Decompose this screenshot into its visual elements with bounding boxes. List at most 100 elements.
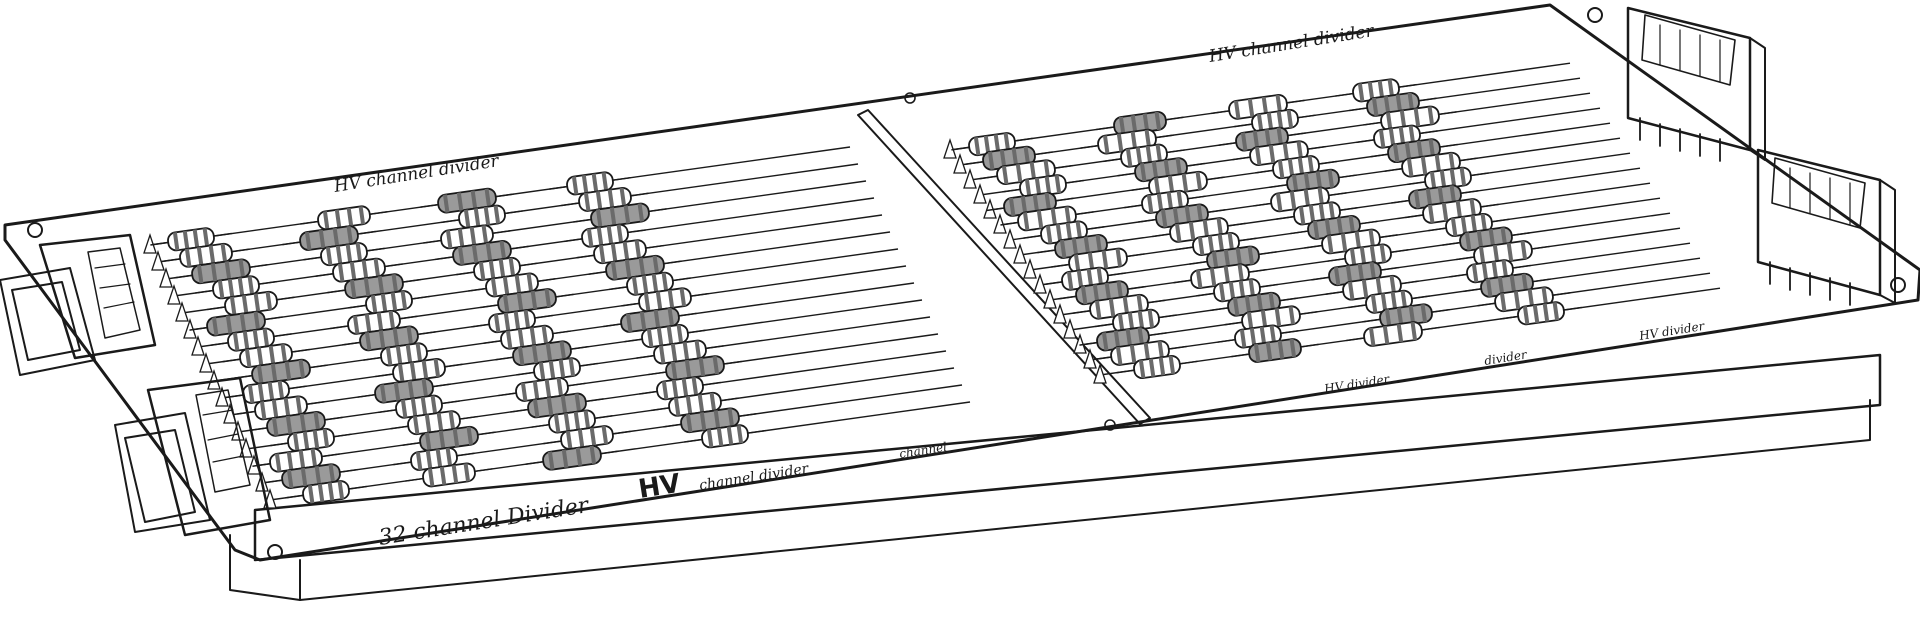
resistor-body <box>1363 321 1423 347</box>
resistor-band <box>1459 167 1467 186</box>
resistor-band <box>616 224 624 243</box>
resistor-band <box>553 414 561 433</box>
resistor-band <box>1115 248 1123 267</box>
resistor-band <box>257 383 265 402</box>
resistor-band <box>577 429 585 448</box>
resistor-band <box>1315 171 1323 190</box>
resistor-band <box>363 277 371 297</box>
resistor-band <box>1244 295 1252 315</box>
resistor-band <box>314 465 322 485</box>
connector-right-bottom <box>1756 148 1896 306</box>
resistor-band <box>1520 240 1528 260</box>
resistor-band <box>1092 284 1100 303</box>
resistor-band <box>1501 259 1509 279</box>
resistor <box>516 357 598 382</box>
resistor-body <box>701 424 749 449</box>
resistor-band <box>237 277 245 296</box>
resistor <box>252 447 340 473</box>
resistor-band <box>1449 168 1457 188</box>
resistor-band <box>1143 342 1151 362</box>
board-stand <box>229 353 1882 601</box>
resistor-band <box>538 362 546 381</box>
resistor-band <box>716 427 724 447</box>
resistor-band <box>256 365 264 384</box>
resistor-band <box>1176 190 1184 210</box>
resistor-band <box>607 189 615 208</box>
resistor-band <box>1029 161 1037 181</box>
resistor-band <box>1087 252 1095 271</box>
resistor-band <box>1188 221 1196 241</box>
resistor-band <box>646 328 654 348</box>
resistor-band <box>265 291 273 311</box>
resistor-band <box>1378 129 1386 148</box>
resistor-band <box>1227 232 1235 252</box>
resistor-band <box>531 344 539 364</box>
resistor-band <box>268 345 276 364</box>
resistor-band <box>1369 262 1377 281</box>
resistor-band <box>451 464 459 484</box>
resistor-band <box>530 290 538 310</box>
resistor-band <box>304 231 312 251</box>
resistor-band <box>370 295 378 314</box>
resistor-band <box>317 483 325 503</box>
resistor-band <box>656 327 664 346</box>
resistor-band <box>1396 323 1404 343</box>
resistor <box>1234 108 1316 133</box>
resistor-band <box>601 172 609 191</box>
resistor-band <box>1420 304 1428 323</box>
resistor-band <box>1001 165 1009 185</box>
resistor-band <box>1420 156 1428 175</box>
resistor-band <box>1142 113 1150 132</box>
resistor-band <box>1044 176 1052 195</box>
resistor-body <box>302 480 350 505</box>
resistor-band <box>322 211 330 230</box>
resistor-band <box>1228 281 1236 301</box>
resistor-band <box>1223 249 1231 269</box>
resistor-band <box>1282 142 1290 162</box>
resistor <box>1456 240 1550 266</box>
resistor-band <box>624 259 632 278</box>
resistor-band <box>1127 312 1135 331</box>
resistor-band <box>192 229 200 248</box>
resistor <box>1002 174 1084 199</box>
resistor-band <box>1158 357 1166 376</box>
resistor-band <box>227 278 235 298</box>
resistor-band <box>1368 327 1376 347</box>
resistor-band <box>1471 264 1479 283</box>
resistor-band <box>1359 246 1367 266</box>
resistor-band <box>1406 158 1414 177</box>
resistor-band <box>1298 206 1306 225</box>
resistor-band <box>280 343 288 363</box>
resistor <box>1346 321 1440 347</box>
resistor-band <box>349 279 357 299</box>
resistor <box>303 242 385 267</box>
resistor-band <box>1137 310 1145 330</box>
resistor-band <box>283 397 291 417</box>
resistor-band <box>1265 342 1273 361</box>
resistor-band <box>202 227 210 247</box>
resistor <box>264 463 358 489</box>
resistor-band <box>1469 198 1477 218</box>
resistor-band <box>1541 287 1549 306</box>
resistor-band <box>1163 159 1171 179</box>
resistor-band <box>388 310 396 330</box>
resistor-band <box>267 381 275 401</box>
resistor-band <box>706 429 714 448</box>
resistor-band <box>583 192 591 212</box>
resistor-band <box>420 396 428 416</box>
resistor-band <box>637 203 645 222</box>
resistor <box>510 392 604 419</box>
resistor-band <box>1408 305 1416 325</box>
resistor <box>195 275 277 300</box>
resistor-band <box>1460 216 1468 235</box>
resistor-band <box>1385 112 1393 131</box>
resistor-band <box>601 425 609 445</box>
resistor-band <box>300 467 308 487</box>
resistor-band <box>1168 355 1176 375</box>
resistor-band <box>568 357 576 377</box>
trace <box>269 401 971 501</box>
resistor-band <box>1389 275 1397 294</box>
resistor-band <box>1532 304 1540 324</box>
resistor-band <box>548 360 556 380</box>
resistor-band <box>1276 111 1284 130</box>
